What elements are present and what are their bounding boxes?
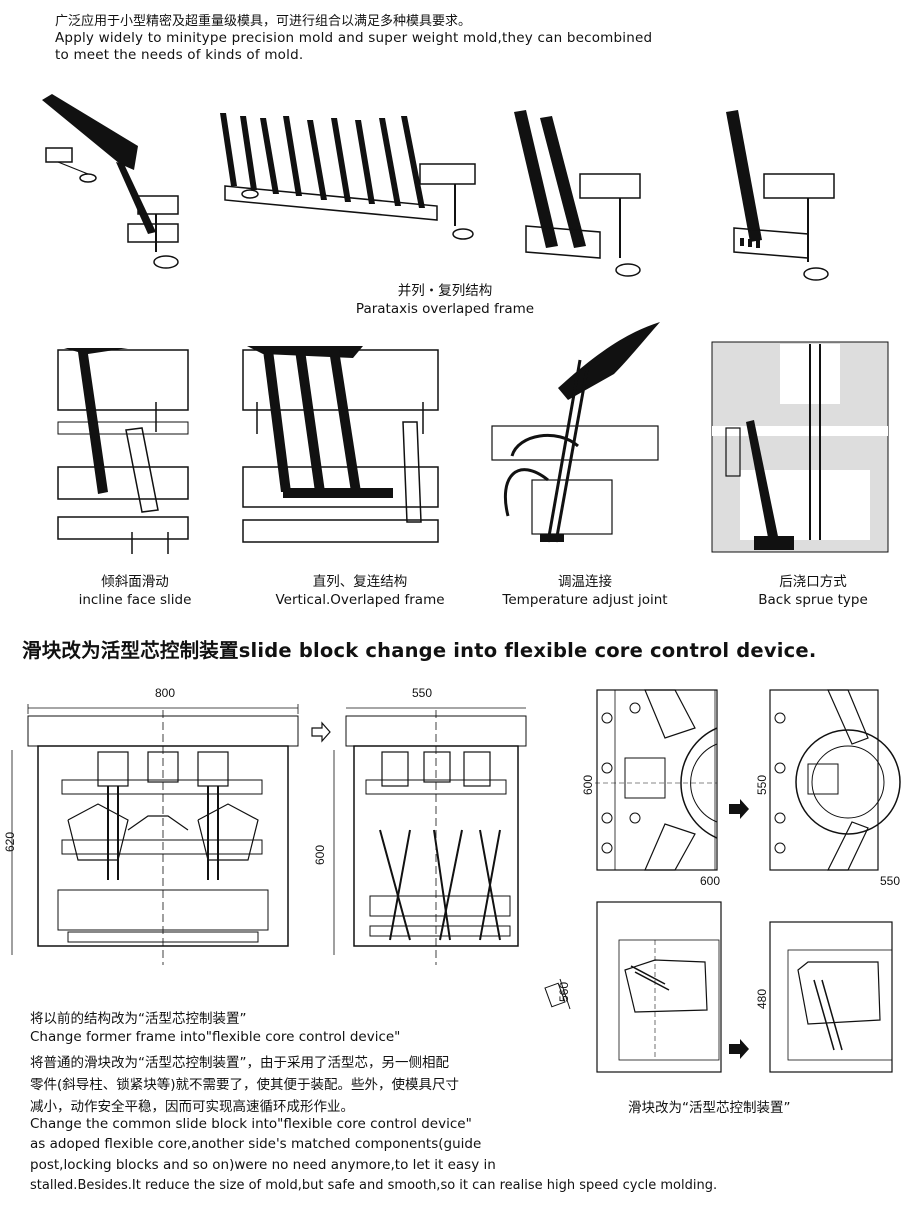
rotary-mold-drawing-550 (769, 689, 901, 871)
section1-caption: 并列・复列结构 Parataxis overlaped frame (330, 282, 560, 318)
dim-r2-height: 550 (755, 774, 770, 796)
mold-drawing-480 (769, 921, 893, 1073)
dim-r1-height: 600 (581, 774, 596, 796)
body-line-7: as adoped flexible core,another side's m… (30, 1136, 482, 1152)
parallel-slider-illustration-2 (220, 113, 476, 240)
parallel-slider-illustration-3 (514, 110, 641, 277)
dim-r1-width: 600 (700, 874, 721, 888)
back-sprue-type-cn: 后浇口方式 (779, 574, 847, 590)
dim-left-width: 800 (155, 686, 176, 700)
temperature-adjust-joint-caption: 调温连接 Temperature adjust joint (485, 573, 685, 609)
arrow-right-outline-icon (311, 721, 331, 743)
vertical-overlaped-frame-illustration (242, 346, 439, 543)
vertical-overlaped-frame-cn: 直列、复连结构 (312, 574, 408, 590)
body-line-4: 零件(斜导柱、锁紧块等)就不需要了，使其便于装配。些外，使模具尺寸 (30, 1077, 460, 1093)
intro-cn-text: 广泛应用于小型精密及超重量级模具，可进行组合以满足多种模具要求。 (55, 14, 472, 29)
body-line-8: post,locking blocks and so on)were no ne… (30, 1157, 496, 1173)
incline-face-slide-cn: 倾斜面滑动 (101, 574, 169, 590)
body-line-5: 减小，动作安全平稳，因而可实现高速循环成形作业。 (30, 1099, 354, 1115)
incline-face-slide-en: incline face slide (78, 592, 192, 608)
incline-face-slide-illustration (57, 348, 189, 554)
section1-caption-cn: 并列・复列结构 (397, 283, 493, 299)
temperature-adjust-joint-illustration (491, 322, 660, 543)
dim-mid-height: 600 (313, 844, 328, 866)
body-line-9: stalled.Besides.It reduce the size of mo… (30, 1178, 718, 1193)
mold-drawing-800x620 (11, 704, 299, 965)
dim-r4-height: 480 (755, 988, 770, 1010)
mold-drawing-550x600 (333, 707, 527, 965)
parallel-slider-illustration-1 (42, 94, 179, 269)
vertical-overlaped-frame-caption: 直列、复连结构 Vertical.Overlaped frame (255, 573, 465, 609)
back-sprue-type-en: Back sprue type (758, 592, 868, 608)
temperature-adjust-joint-en: Temperature adjust joint (502, 592, 668, 608)
temperature-adjust-joint-cn: 调温连接 (558, 574, 612, 590)
back-sprue-type-illustration (711, 341, 889, 553)
rotary-mold-drawing-600 (595, 689, 718, 871)
mold-drawing-560 (596, 901, 722, 1073)
dim-r2-width: 550 (880, 874, 901, 888)
back-sprue-type-caption: 后浇口方式 Back sprue type (738, 573, 888, 609)
vertical-overlaped-frame-en: Vertical.Overlaped frame (275, 592, 445, 608)
section1-caption-en: Parataxis overlaped frame (355, 301, 535, 317)
right-drawing-caption: 滑块改为“活型芯控制装置” (628, 1100, 791, 1116)
arrow-right-solid-icon-2 (729, 1039, 749, 1059)
body-line-2: Change former frame into"flexible core c… (30, 1029, 401, 1045)
body-line-1: 将以前的结构改为“活型芯控制装置” (30, 1011, 247, 1027)
body-line-3: 将普通的滑块改为“活型芯控制装置”，由于采用了活型芯，另一侧相配 (30, 1055, 449, 1071)
incline-face-slide-caption: 倾斜面滑动 incline face slide (55, 573, 215, 609)
body-line-6: Change the common slide block into"flexi… (30, 1116, 472, 1132)
intro-en-line1: Apply widely to minitype precision mold … (55, 30, 653, 46)
dim-mid-width: 550 (412, 686, 433, 700)
detail-symbol-icon (544, 978, 571, 1010)
parallel-slider-illustration-4 (726, 110, 835, 281)
intro-en-line2: to meet the needs of kinds of mold. (55, 47, 304, 63)
arrow-right-solid-icon (729, 799, 749, 819)
section2-heading: 滑块改为活型芯控制装置slide block change into flexi… (22, 639, 817, 662)
